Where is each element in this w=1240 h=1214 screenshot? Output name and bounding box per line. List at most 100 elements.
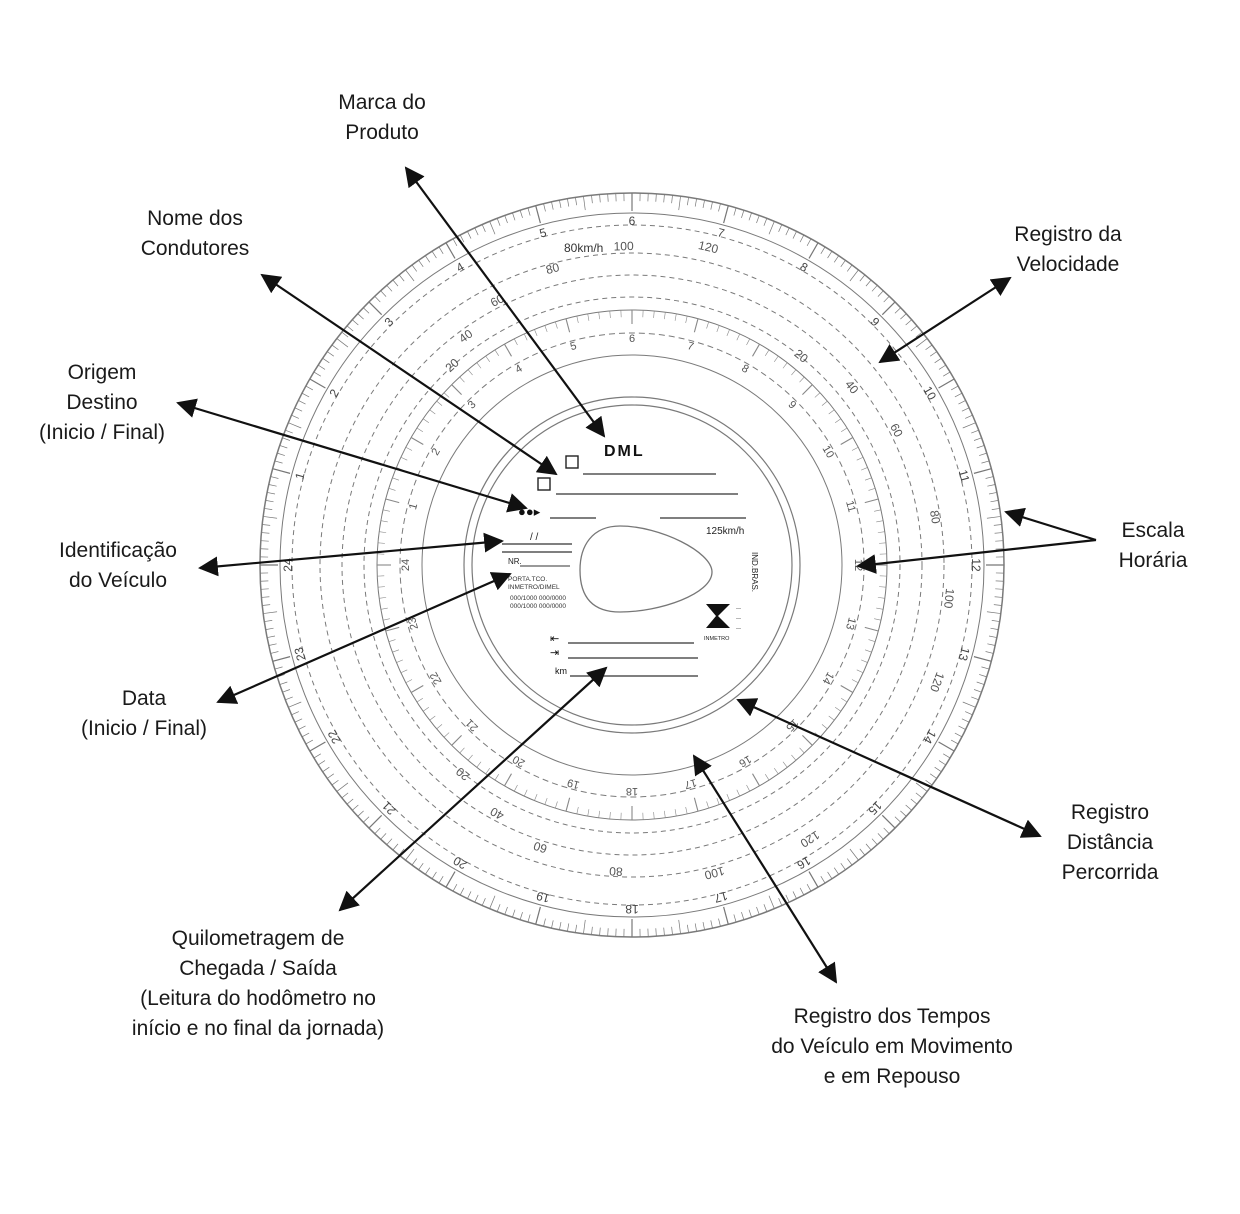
hour-tick	[883, 827, 890, 834]
hour-tick	[741, 210, 745, 218]
hour-tick	[279, 445, 288, 449]
hour-tick	[386, 838, 393, 845]
hour-tick	[881, 301, 896, 316]
hour-tick	[733, 914, 737, 923]
inner-tick	[736, 333, 741, 341]
hour-tick	[425, 867, 431, 875]
inner-tick	[544, 325, 548, 333]
hour-tick	[820, 246, 826, 254]
hour-tick	[833, 867, 839, 875]
hour-tick	[910, 325, 918, 332]
hour-label-inner: 18	[626, 785, 638, 797]
inner-tick	[459, 747, 465, 754]
hour-tick	[374, 827, 381, 834]
hour-tick	[671, 926, 673, 935]
inner-tick	[379, 597, 387, 599]
hour-tick	[655, 193, 657, 202]
inner-tick	[864, 498, 879, 504]
hour-tick	[519, 912, 523, 920]
inner-tick	[382, 509, 390, 512]
hour-tick	[799, 234, 805, 243]
hour-tick	[543, 203, 546, 212]
hour-label-inner: 10	[820, 444, 837, 461]
inner-tick	[494, 773, 500, 781]
speed-band-dashed-1	[319, 252, 945, 878]
hour-tick	[368, 814, 383, 829]
vehicle-id-field: / / NR.	[502, 532, 572, 567]
inner-hour-ring	[421, 354, 843, 776]
inner-tick	[400, 669, 408, 674]
hour-tick	[846, 858, 853, 866]
hour-tick	[267, 492, 276, 495]
hour-tick	[322, 358, 330, 364]
hour-label-inner: 17	[683, 776, 698, 791]
hour-tick	[489, 895, 496, 909]
hour-tick	[849, 848, 859, 861]
hour-tick	[474, 894, 479, 903]
inner-tick	[791, 369, 797, 376]
inner-tick	[416, 427, 424, 433]
inner-tick	[879, 542, 887, 544]
inner-tick	[877, 531, 885, 533]
hour-tick	[678, 196, 681, 211]
inner-tick	[388, 639, 396, 642]
hour-tick	[990, 500, 999, 503]
svg-text:INMETRO: INMETRO	[704, 636, 730, 642]
inner-tick	[861, 467, 868, 471]
svg-text:—: —	[736, 616, 741, 622]
hour-tick	[900, 313, 907, 320]
hour-tick	[352, 804, 359, 811]
arrow-distancia	[736, 698, 1042, 838]
hour-tick	[934, 358, 942, 364]
hour-tick	[270, 651, 279, 654]
hour-tick	[865, 843, 872, 851]
inner-tick	[410, 685, 424, 693]
hour-tick	[981, 666, 990, 670]
hour-tick	[301, 392, 310, 398]
inner-tick	[653, 310, 655, 318]
hour-tick	[678, 919, 681, 934]
inner-tick	[802, 384, 813, 395]
inner-tick	[879, 586, 887, 588]
hour-tick	[915, 792, 923, 799]
inner-tick	[851, 446, 859, 451]
callout-arrows	[176, 166, 1097, 984]
hour-label-inner: 19	[566, 776, 581, 791]
hour-label-inner: 21	[464, 716, 481, 733]
hour-tick	[268, 643, 277, 646]
hour-tick	[264, 508, 273, 510]
hour-tick	[785, 227, 790, 236]
hour-tick	[961, 407, 970, 412]
speed-label: 100	[613, 239, 634, 254]
driver-1-icon	[565, 455, 579, 469]
hour-tick	[993, 604, 1002, 606]
hour-tick	[971, 429, 979, 434]
hour-label-inner: 6	[629, 333, 635, 345]
hour-tick	[504, 215, 508, 224]
hour-label-outer: 7	[716, 225, 726, 240]
hour-label-inner: 20	[511, 753, 528, 770]
inner-tick	[565, 318, 571, 333]
hour-label-outer: 14	[920, 728, 939, 747]
arrow-identificacao	[198, 532, 504, 577]
inner-tick	[576, 807, 579, 815]
svg-text:INMETRO/DIMEL: INMETRO/DIMEL	[508, 584, 560, 591]
portaria-block: PORTA.TCO. INMETRO/DIMEL 000/1000 000/00…	[508, 576, 566, 610]
hour-tick	[756, 215, 760, 224]
inner-tick	[706, 801, 709, 809]
hour-tick	[559, 200, 562, 209]
inner-tick	[877, 597, 885, 599]
inner-tick	[774, 355, 779, 363]
speed-label: 80	[609, 864, 623, 879]
inner-tick	[746, 784, 751, 792]
inner-tick	[664, 312, 666, 320]
inner-tick	[451, 735, 462, 746]
hour-tick	[445, 871, 456, 888]
hour-tick	[950, 739, 959, 745]
arrow-quilometragem	[338, 666, 608, 912]
hour-tick	[512, 909, 516, 918]
hour-tick	[994, 532, 1003, 534]
hour-tick	[551, 920, 554, 929]
inmetro-logo: INMETRO — — —	[704, 604, 741, 642]
